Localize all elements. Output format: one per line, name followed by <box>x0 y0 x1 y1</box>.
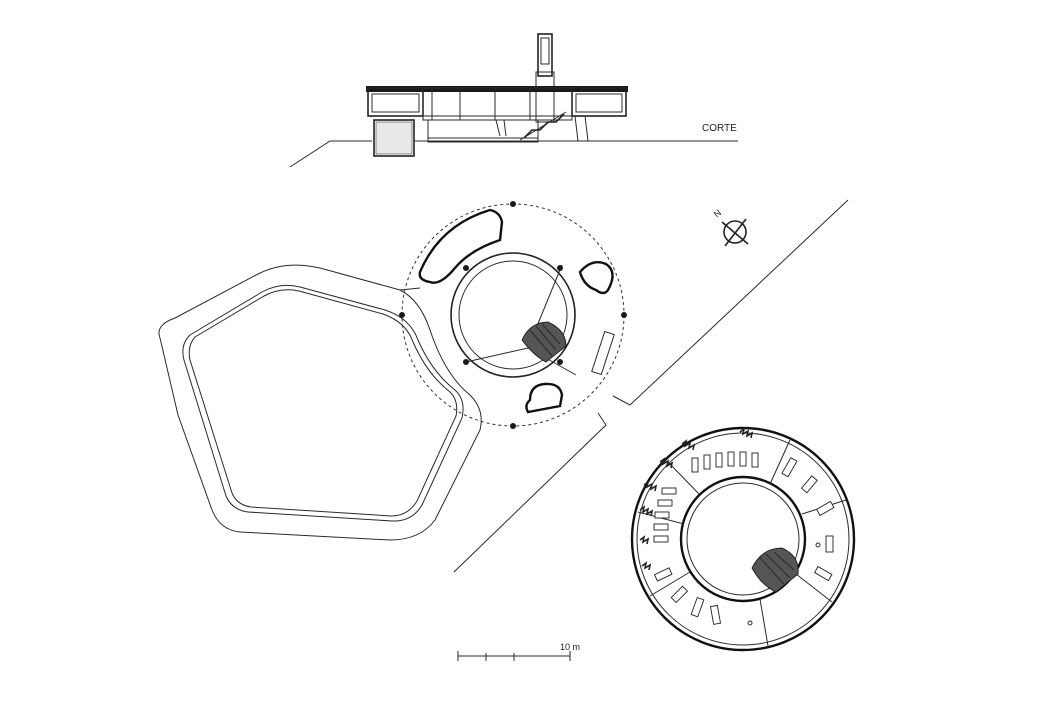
north-label: N <box>712 208 723 220</box>
stall-row-west <box>653 487 677 543</box>
ground-stair <box>521 321 567 363</box>
desk-cells <box>653 457 835 625</box>
serrated-seating <box>639 427 754 571</box>
site-plan <box>158 199 849 573</box>
scale-label: 10 m <box>560 642 580 652</box>
section-label: CORTE <box>702 123 737 134</box>
column-markers <box>399 201 627 429</box>
section-tower <box>537 33 553 77</box>
outer-dashed-ring <box>401 203 625 427</box>
site-boundary-lower <box>453 412 607 573</box>
pavilion-east <box>578 261 614 295</box>
section-central-hall <box>422 87 573 121</box>
pond-inner-contour <box>182 284 464 522</box>
curved-bench <box>418 208 504 284</box>
site-boundary-upper <box>612 199 849 406</box>
wall-segment <box>591 330 615 376</box>
upper-outer-ring <box>630 426 856 652</box>
section-view: CORTE <box>289 33 738 168</box>
pond-outer-contour <box>158 264 482 541</box>
upper-inner-ring <box>679 475 807 603</box>
section-ground-left <box>289 140 372 168</box>
upper-stair <box>751 547 799 593</box>
upper-floor-plan <box>630 426 856 652</box>
ground-floor-plan <box>399 201 627 429</box>
north-arrow: N <box>712 208 749 247</box>
section-basement <box>373 119 415 157</box>
pavilion-south <box>525 382 564 414</box>
scale-bar: 10 m <box>457 642 580 661</box>
section-roof-slab <box>366 86 628 92</box>
inner-courtyard-ring <box>450 252 576 378</box>
section-stair <box>523 113 565 139</box>
stall-row-north <box>691 451 759 473</box>
